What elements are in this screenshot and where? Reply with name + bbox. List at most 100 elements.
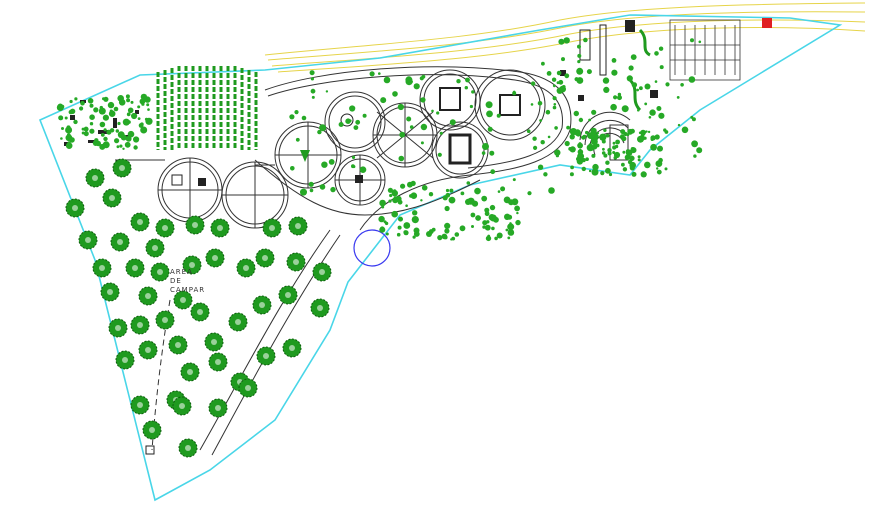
shrub-dot <box>83 131 89 137</box>
shrub-dot <box>310 88 316 94</box>
tree-symbol <box>130 212 150 232</box>
shrub-dot <box>488 214 496 221</box>
shrub-dot <box>603 86 610 93</box>
shrub-dot <box>89 103 94 108</box>
shrub-dot <box>403 222 411 229</box>
shrub-dot <box>654 51 659 56</box>
tree-symbol <box>204 332 224 352</box>
shrub-dot <box>650 143 657 151</box>
shrub-dot <box>300 188 307 196</box>
shrub-dot <box>577 60 581 64</box>
tree-symbol <box>205 248 225 268</box>
shrub-dot <box>407 181 413 188</box>
shrub-dot <box>558 79 564 85</box>
shrub-dot <box>637 158 641 162</box>
shrub-dot <box>383 76 391 84</box>
tree-symbol <box>92 258 112 278</box>
shrub-dot <box>362 113 367 118</box>
shrub-dot <box>576 77 584 84</box>
shrub-dot <box>449 188 454 193</box>
shrub-dot <box>137 117 141 120</box>
tree-symbol <box>210 218 230 238</box>
shrub-dot <box>369 71 375 77</box>
shrub-dot <box>486 110 493 118</box>
shrub-dot <box>548 187 555 194</box>
shrub-dot <box>507 223 515 231</box>
shrub-dot <box>552 96 557 101</box>
shrub-dot <box>507 229 515 236</box>
shrub-dot <box>574 129 581 136</box>
shrub-dot <box>621 162 625 167</box>
shrub-dot <box>591 109 597 115</box>
shrub-dot <box>359 166 367 173</box>
tree-symbol <box>256 346 276 366</box>
shrub-dot <box>475 215 481 221</box>
shrub-dot <box>586 69 592 75</box>
shrub-dot <box>585 130 589 135</box>
shrub-dot <box>421 185 428 191</box>
shrub-dot <box>103 136 108 142</box>
shrub-dot <box>631 82 638 88</box>
shrub-dot <box>130 100 134 104</box>
tree-symbol <box>125 258 145 278</box>
shrub-dot <box>577 142 583 149</box>
tree-symbol <box>178 438 198 458</box>
tree-symbol <box>190 302 210 322</box>
shrub-dot <box>696 147 703 154</box>
shrub-dot <box>561 57 565 62</box>
shrub-dot <box>612 145 617 150</box>
shrub-dot <box>290 166 295 171</box>
shrub-dot <box>591 138 598 146</box>
shrub-dot <box>428 229 434 234</box>
shrub-dot <box>379 226 386 233</box>
shrub-dot <box>403 230 409 236</box>
shrub-dot <box>569 172 574 177</box>
shrub-dot <box>622 150 626 154</box>
shrub-dot <box>608 172 613 177</box>
tree-symbol <box>145 238 165 258</box>
shrub-dot <box>617 95 622 101</box>
shrub-dot <box>89 122 94 126</box>
tree-symbol <box>208 352 228 372</box>
shrub-dot <box>578 155 584 162</box>
shrub-dot <box>295 137 300 142</box>
shrub-dot <box>95 140 102 147</box>
shrub-dot <box>644 161 651 169</box>
crop-field <box>156 66 258 150</box>
shrub-dot <box>530 81 536 86</box>
shrub-dot <box>309 188 314 193</box>
shrub-dot <box>397 225 402 230</box>
shrub-dot <box>420 141 424 145</box>
tree-symbol <box>172 396 192 416</box>
shrub-dot <box>428 192 434 197</box>
shrub-dot <box>409 125 414 129</box>
shrub-dot <box>489 204 496 211</box>
shrub-dot <box>588 118 591 122</box>
shrub-dot <box>437 152 442 157</box>
shrub-dot <box>537 164 544 170</box>
shrub-dot <box>309 70 315 76</box>
shrub-dot <box>117 95 124 102</box>
shrub-dot <box>485 101 493 109</box>
tree-symbol <box>130 395 150 415</box>
shrub-dot <box>690 115 694 119</box>
shrub-dot <box>126 112 131 117</box>
shrub-dot <box>482 220 488 226</box>
tree-symbol <box>110 232 130 252</box>
shrub-dot <box>471 225 474 228</box>
shrub-dot <box>389 193 393 198</box>
shrub-dot <box>60 104 65 109</box>
shrub-dot <box>437 235 443 241</box>
shrub-dot <box>486 227 490 231</box>
shrub-dot <box>585 157 589 161</box>
shrub-dot <box>621 105 629 113</box>
shrub-dot <box>482 225 486 229</box>
shrub-dot <box>602 147 605 151</box>
shrub-dot <box>80 100 85 106</box>
shrub-dot <box>147 108 150 111</box>
shrub-dot <box>507 214 513 220</box>
tree-symbol <box>155 218 175 238</box>
shrub-dot <box>570 165 574 170</box>
shrub-dot <box>310 77 314 81</box>
shrub-dot <box>138 123 144 128</box>
